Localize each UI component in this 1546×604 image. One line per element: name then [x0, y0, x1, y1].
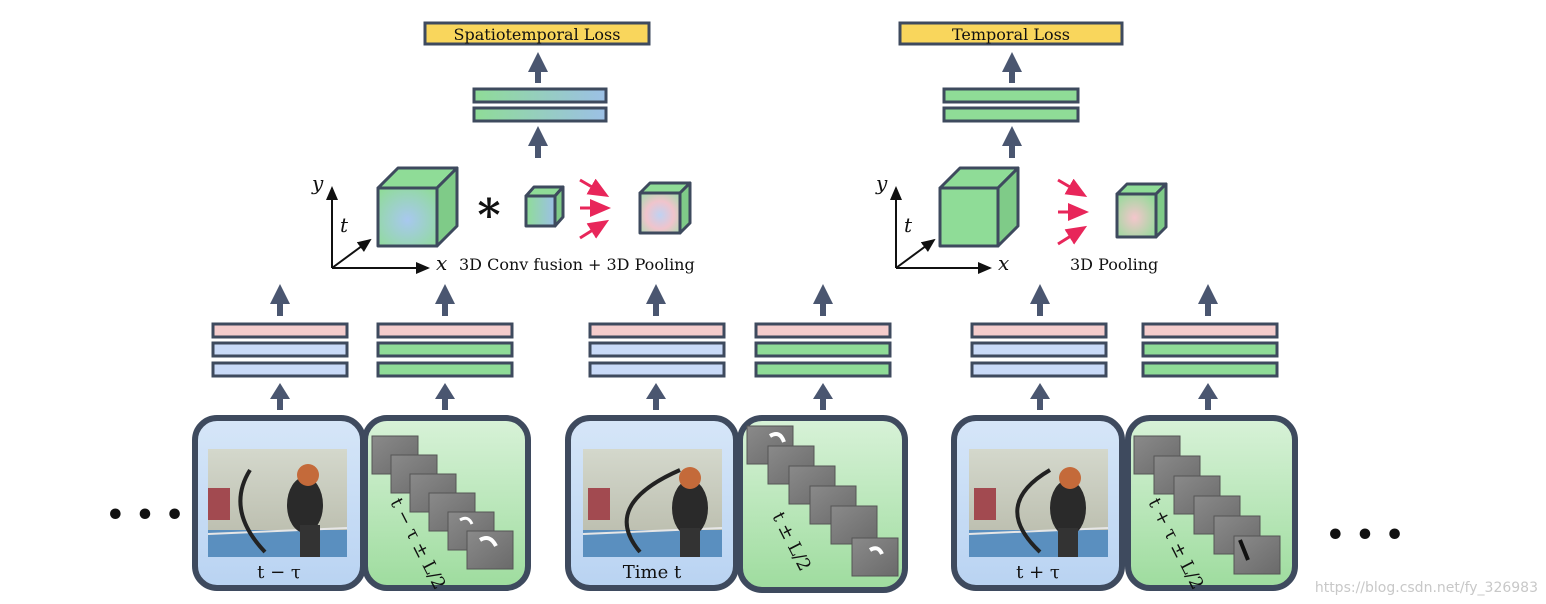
left-fusion-axes [326, 186, 430, 274]
flow-frame-panel-1: t − τ ± L/2 [362, 415, 531, 593]
temporal-loss-label: Temporal Loss [952, 25, 1070, 44]
flow-tower-2 [754, 322, 892, 378]
ellipsis-right: • • • [1326, 518, 1404, 553]
axis-t-label: t [340, 213, 349, 237]
archer-image [207, 449, 348, 557]
arrow-up-icon [270, 52, 1218, 410]
rgb-frame-panel-3: t + τ [951, 415, 1125, 591]
right-fusion-axes [890, 186, 992, 274]
red-arrows-icon [579, 178, 611, 240]
flow-frame-panel-2: t ± L/2 [737, 415, 908, 593]
rgb-frame-label-3: t + τ [1016, 562, 1060, 583]
pooled-cube-left [638, 181, 692, 235]
axis-t-label: t [904, 213, 913, 237]
axis-y-label: y [311, 171, 324, 195]
rgb-frame-label-1: t − τ [257, 562, 301, 583]
feature-cube-left [376, 166, 459, 248]
right-fusion-caption: 3D Pooling [1070, 255, 1158, 274]
spatiotemporal-fc-layers [472, 87, 608, 123]
archer-image [582, 449, 723, 557]
flow-tower-3 [1141, 322, 1279, 378]
rgb-tower-2 [588, 322, 726, 378]
spatiotemporal-loss-label: Spatiotemporal Loss [454, 25, 621, 44]
rgb-frame-panel-1: t − τ [192, 415, 366, 591]
temporal-loss-box: Temporal Loss [898, 21, 1124, 46]
flow-stack-image [746, 425, 899, 577]
axis-x-label: x [998, 251, 1009, 275]
archer-image [968, 449, 1109, 557]
convolution-symbol: * [477, 190, 500, 241]
rgb-frame-label-2: Time t [623, 562, 682, 583]
rgb-tower-1 [211, 322, 349, 378]
flow-frame-panel-3: t + τ ± L/2 [1125, 415, 1298, 593]
temporal-fc-layers [942, 87, 1080, 123]
rgb-frame-panel-2: Time t [565, 415, 739, 591]
rgb-tower-3 [970, 322, 1108, 378]
spatiotemporal-loss-box: Spatiotemporal Loss [423, 21, 651, 46]
axis-x-label: x [436, 251, 447, 275]
flow-tower-1 [376, 322, 514, 378]
ellipsis-left: • • • [106, 498, 184, 533]
axis-y-label: y [875, 171, 888, 195]
conv-kernel-cube [524, 185, 565, 228]
pooled-cube-right [1115, 182, 1168, 239]
flow-stack-image [371, 435, 514, 570]
red-arrows-icon [1057, 178, 1089, 246]
left-fusion-caption: 3D Conv fusion + 3D Pooling [459, 255, 695, 274]
feature-cube-right [938, 166, 1020, 248]
watermark: https://blog.csdn.net/fy_326983 [1315, 580, 1538, 596]
flow-stack-image [1133, 435, 1281, 575]
